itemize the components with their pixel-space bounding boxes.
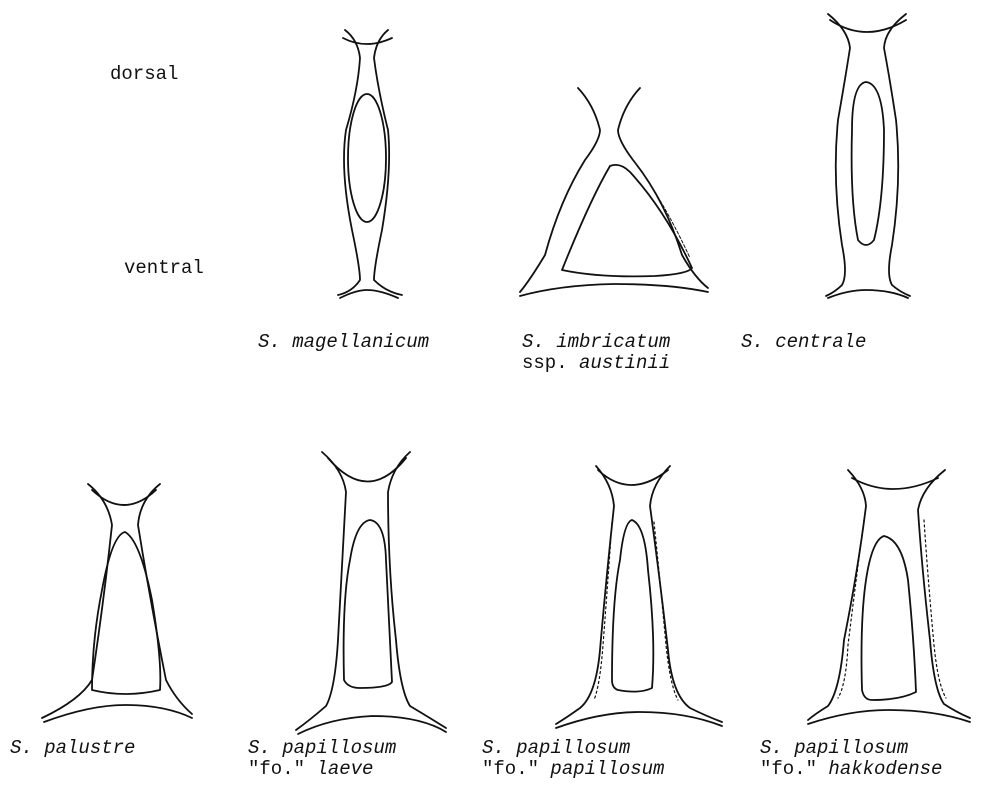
specimen-label-papillosum-laeve: S. papillosum "fo." laeve — [248, 738, 396, 780]
specimen-label-imbricatum: S. imbricatum ssp. austinii — [522, 332, 670, 374]
cell-drawing-papillosum-papillosum — [556, 466, 722, 728]
cell-drawing-magellanicum — [338, 30, 402, 298]
specimen-label-magellanicum: S. magellanicum — [258, 332, 429, 353]
specimen-label-papillosum-hakkodense: S. papillosum "fo." hakkodense — [760, 738, 942, 780]
specimen-label-papillosum-papillosum: S. papillosum "fo." papillosum — [482, 738, 664, 780]
specimen-label-centrale: S. centrale — [741, 332, 866, 353]
cell-drawing-centrale — [826, 14, 910, 298]
cell-drawing-papillosum-hakkodense — [808, 470, 970, 724]
cell-drawing-palustre — [42, 484, 192, 722]
cell-drawing-imbricatum — [520, 88, 708, 296]
cell-drawing-papillosum-laeve — [296, 452, 446, 734]
specimen-label-palustre: S. palustre — [10, 738, 135, 759]
